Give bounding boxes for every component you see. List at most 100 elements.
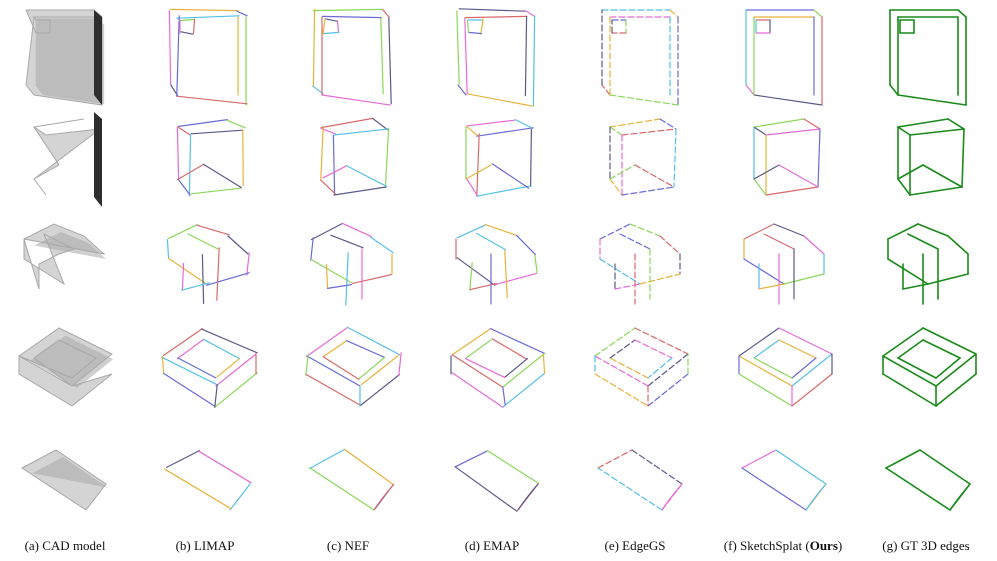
- edge-segment: [464, 15, 528, 19]
- cell-box-nef: [320, 117, 390, 196]
- edge-segment: [887, 223, 919, 240]
- edge-segment: [310, 222, 344, 241]
- edge-segment: [775, 449, 827, 485]
- edge-segment: [322, 356, 360, 380]
- edge-segment: [168, 257, 208, 286]
- edge-segment: [388, 17, 392, 105]
- edge-segment: [188, 133, 192, 197]
- edge-segment: [476, 232, 506, 251]
- edge-segment: [631, 449, 683, 485]
- edge-segment: [320, 117, 374, 129]
- edge-segment: [599, 223, 631, 240]
- cell-box-cad-model: [32, 112, 102, 207]
- cad-shade: [34, 232, 106, 264]
- edge-segment: [634, 164, 675, 188]
- edge-segment: [504, 358, 529, 378]
- edge-segment: [177, 126, 191, 136]
- edge-segment: [163, 372, 216, 408]
- edge-segment: [380, 17, 384, 95]
- edge-segment: [745, 84, 755, 96]
- cell-box-edgegs: [609, 118, 677, 196]
- edge-segment: [345, 252, 349, 306]
- caption-sketchsplat: (f) SketchSplat (Ours): [723, 538, 843, 553]
- edge-segment: [358, 356, 386, 380]
- cad-surface: [21, 449, 107, 511]
- edge-segment: [176, 163, 205, 181]
- edge-segment: [897, 357, 937, 379]
- edge-segment: [619, 233, 651, 250]
- edge-segment: [897, 118, 949, 128]
- edge-segment: [306, 355, 361, 387]
- cell-sheet-emap: [454, 450, 540, 512]
- edge-segment: [161, 356, 165, 374]
- edge-segment: [196, 224, 230, 236]
- edge-segment: [621, 186, 675, 196]
- edge-segment: [753, 94, 823, 106]
- cell-bracket-emap: [455, 224, 538, 305]
- edge-segment: [203, 338, 240, 360]
- edge-segment: [176, 15, 240, 19]
- cell-sheet-cad-model: [21, 449, 108, 511]
- edge-segment: [758, 283, 785, 290]
- cell-sheet-gt-3d-edges: [885, 449, 971, 511]
- edge-segment: [161, 356, 218, 386]
- edge-segment: [669, 9, 679, 18]
- cell-bracket-gt-3d-edges: [887, 223, 969, 305]
- edge-segment: [451, 354, 504, 388]
- caption-emap: (d) EMAP: [464, 538, 520, 553]
- edge-segment: [484, 224, 518, 236]
- edge-segment: [170, 8, 238, 12]
- edge-segment: [609, 126, 623, 136]
- edge-segment: [336, 20, 340, 34]
- cad-surface: [23, 223, 106, 290]
- edge-segment: [457, 84, 467, 96]
- edge-segment: [198, 450, 252, 484]
- edge-segment: [310, 259, 354, 284]
- edge-segment: [342, 222, 372, 238]
- cell-tray-gt-3d-edges: [882, 327, 977, 407]
- edge-segment: [917, 223, 949, 237]
- edge-segment: [897, 339, 924, 359]
- edge-segment: [922, 339, 961, 359]
- edge-segment: [629, 223, 661, 237]
- edge-segment: [466, 119, 516, 127]
- edge-segment: [763, 233, 795, 250]
- edge-segment: [947, 235, 969, 255]
- edge-segment: [609, 94, 679, 106]
- edge-segment: [609, 357, 649, 379]
- edge-segment: [166, 450, 200, 468]
- edge-segment: [594, 355, 649, 387]
- edge-segment: [597, 467, 663, 511]
- edge-segment: [456, 257, 496, 286]
- edge-segment: [927, 273, 969, 285]
- edge-segment: [743, 223, 775, 240]
- edge-segment: [813, 9, 823, 18]
- edge-segment: [609, 178, 623, 196]
- edge-segment: [322, 165, 347, 179]
- edge-segment: [181, 282, 210, 291]
- edge-segment: [773, 223, 805, 237]
- edge-segment: [190, 129, 244, 135]
- edge-segment: [382, 8, 390, 19]
- cell-tray-limap: [161, 328, 258, 408]
- edge-segment: [504, 249, 508, 299]
- edge-segment: [370, 236, 394, 254]
- edge-segment: [322, 340, 347, 358]
- edge-segment: [464, 17, 468, 95]
- edge-segment: [236, 10, 248, 17]
- edge-segment: [227, 235, 249, 255]
- edge-segment: [897, 94, 967, 106]
- cell-tray-edgegs: [594, 327, 689, 407]
- edge-segment: [599, 258, 641, 285]
- edge-segment: [176, 95, 248, 105]
- edge-segment: [609, 339, 636, 359]
- edge-segment: [601, 84, 611, 96]
- edge-segment: [614, 283, 641, 290]
- edge-segment: [897, 178, 911, 196]
- edge-segment: [803, 235, 825, 255]
- edge-segment: [458, 8, 526, 12]
- cell-panel-with-window-nef: [312, 8, 392, 106]
- edge-segment: [594, 327, 636, 357]
- edge-segment: [897, 126, 911, 136]
